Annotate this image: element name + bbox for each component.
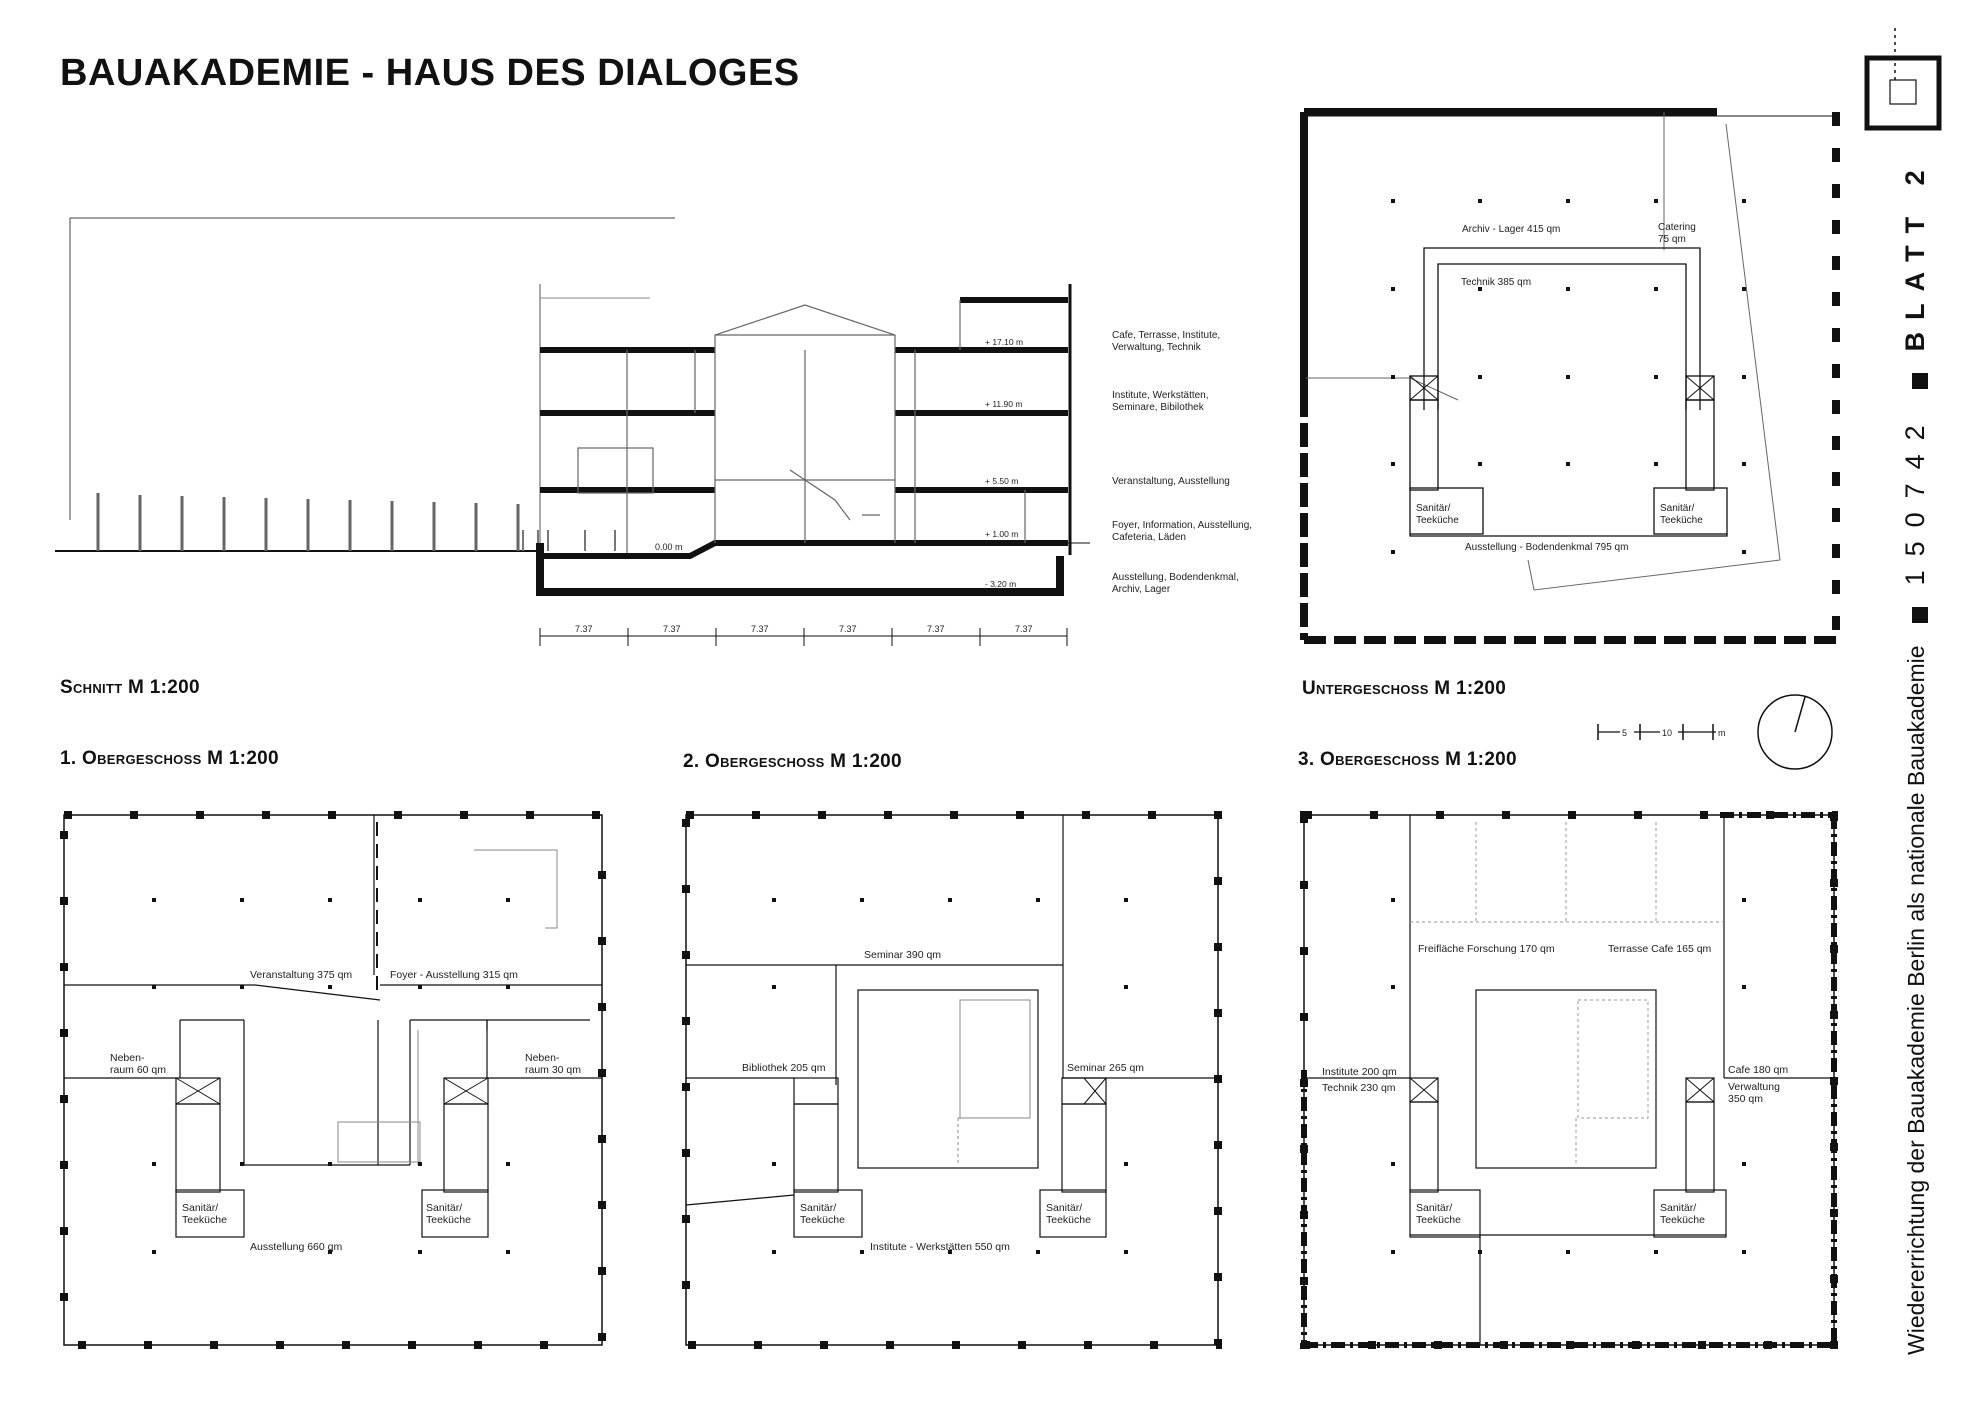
room-label-sanitaer: Teeküche [1416,1214,1461,1226]
plan-obergeschoss-1: Veranstaltung 375 qm Foyer - Ausstellung… [60,811,606,1349]
sheet-title: BAUAKADEMIE - HAUS DES DIALOGES [60,52,800,94]
plan-obergeschoss-3: Freifläche Forschung 170 qm Terrasse Caf… [1300,811,1838,1349]
room-label-seminar: Seminar 265 qm [1067,1062,1144,1074]
room-label-sanitaer: Sanitär/ [1660,1202,1696,1214]
caption-obergeschoss-1: 1. Obergeschoss M 1:200 [60,748,279,769]
room-label-foyer: Foyer - Ausstellung 315 qm [390,969,518,981]
room-label-archiv: Archiv - Lager 415 qm [1462,224,1560,235]
caption-obergeschoss-2: 2. Obergeschoss M 1:200 [683,751,902,772]
dimension-label: 7.37 [927,624,945,634]
room-label-sanitaer: Teeküche [1416,515,1459,526]
dimension-label: 7.37 [1015,624,1033,634]
room-label-sanitaer: Teeküche [800,1214,845,1226]
room-label-technik: Technik 230 qm [1322,1082,1396,1094]
level-label-4: + 1.00 m [985,529,1018,539]
room-label-nebenraum: raum 60 qm [110,1064,166,1076]
dimension-label: 7.37 [663,624,681,634]
section-use-label: Archiv, Lager [1112,584,1171,595]
room-label-sanitaer: Sanitär/ [1660,503,1695,514]
level-label-5: - 3.20 m [985,579,1016,589]
section-use-label: Institute, Werkstätten, [1112,390,1209,401]
plan-untergeschoss: Archiv - Lager 415 qm Catering 75 qm Tec… [1300,108,1840,644]
room-label-institute: Institute - Werkstätten 550 qm [870,1241,1010,1253]
dimension-label: 7.37 [839,624,857,634]
ground-level-label: 0.00 m [655,542,683,552]
room-label-catering: 75 qm [1658,234,1686,245]
room-label-seminar: Seminar 390 qm [864,949,941,961]
room-label-ausstellung: Ausstellung 660 qm [250,1241,342,1253]
room-label-verwaltung: Verwaltung [1728,1081,1780,1093]
room-label-sanitaer: Teeküche [1660,515,1703,526]
room-label-technik: Technik 385 qm [1461,277,1531,288]
room-label-sanitaer: Teeküche [426,1214,471,1226]
room-label-sanitaer: Sanitär/ [426,1202,462,1214]
room-label-cafe: Cafe 180 qm [1728,1064,1788,1076]
room-label-bibliothek: Bibliothek 205 qm [742,1062,826,1074]
room-label-verwaltung: 350 qm [1728,1093,1763,1105]
scale-label: m [1718,728,1726,738]
room-label-sanitaer: Sanitär/ [1416,1202,1452,1214]
room-label-nebenraum: Neben- [525,1052,560,1064]
dimension-label: 7.37 [575,624,593,634]
caption-schnitt: Schnitt M 1:200 [60,677,200,698]
room-label-institute: Institute 200 qm [1322,1066,1397,1078]
room-label-veranstaltung: Veranstaltung 375 qm [250,969,352,981]
scale-label: 5 [1622,728,1627,738]
caption-untergeschoss: Untergeschoss M 1:200 [1302,678,1507,699]
section-use-label: Cafe, Terrasse, Institute, [1112,330,1220,341]
room-label-terrasse: Terrasse Cafe 165 qm [1608,943,1712,955]
room-label-sanitaer: Teeküche [1046,1214,1091,1226]
level-label-2: + 11.90 m [985,399,1022,409]
scale-label: 10 [1662,728,1672,738]
section-use-label: Ausstellung, Bodendenkmal, [1112,572,1239,583]
section-use-label: Foyer, Information, Ausstellung, [1112,520,1252,531]
room-label-ausstellung: Ausstellung - Bodendenkmal 795 qm [1465,542,1628,553]
section-use-label: Seminare, Bibilothek [1112,402,1205,413]
room-label-sanitaer: Sanitär/ [1046,1202,1082,1214]
north-arrow-icon [1757,694,1833,770]
plan-obergeschoss-2: Seminar 390 qm Bibliothek 205 qm Seminar… [682,811,1222,1349]
room-label-sanitaer: Teeküche [182,1214,227,1226]
room-label-nebenraum: Neben- [110,1052,145,1064]
room-label-nebenraum: raum 30 qm [525,1064,581,1076]
caption-obergeschoss-3: 3. Obergeschoss M 1:200 [1298,749,1517,770]
room-label-catering: Catering [1658,222,1696,233]
level-label-1: + 17.10 m [985,337,1023,347]
section-drawing: + 17.10 m + 11.90 m + 5.50 m + 1.00 m - … [55,217,1252,646]
section-use-label: Veranstaltung, Ausstellung [1112,476,1230,487]
section-use-label: Cafeteria, Läden [1112,532,1186,543]
scale-bar: 5 10 m [1597,724,1728,740]
room-label-sanitaer: Sanitär/ [182,1202,218,1214]
room-label-sanitaer: Sanitär/ [800,1202,836,1214]
section-use-label: Verwaltung, Technik [1112,342,1202,353]
room-label-sanitaer: Teeküche [1660,1214,1705,1226]
key-plan-icon [1864,28,1942,131]
dimension-label: 7.37 [751,624,769,634]
room-label-freiflaeche: Freifläche Forschung 170 qm [1418,943,1555,955]
level-label-3: + 5.50 m [985,476,1018,486]
room-label-sanitaer: Sanitär/ [1416,503,1451,514]
